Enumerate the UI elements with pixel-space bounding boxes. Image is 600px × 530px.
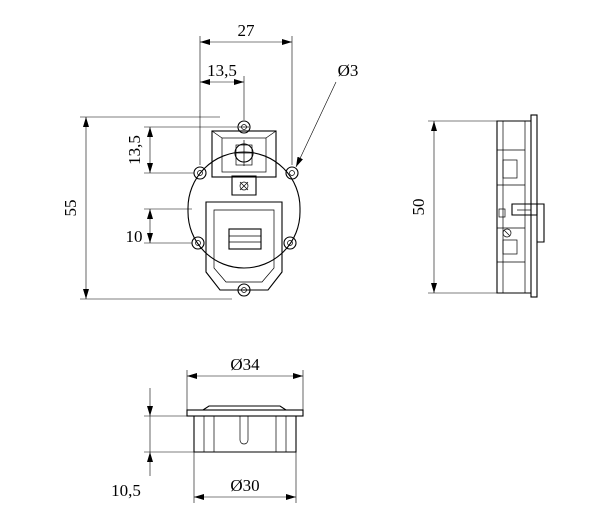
front-dimensions: 27 13,5 Ø3 13,5 55 10 <box>61 21 359 300</box>
upper-housing <box>211 130 277 178</box>
bottom-view <box>186 405 304 453</box>
mounting-hole-bottom <box>237 283 251 297</box>
dim-inner-diameter: Ø30 <box>230 476 259 495</box>
dim-hole-diameter: Ø3 <box>338 61 359 80</box>
side-view <box>496 114 545 298</box>
bottom-dimensions: Ø34 Ø30 10,5 <box>111 355 304 503</box>
hinge-block <box>228 228 262 250</box>
side-body <box>496 120 531 294</box>
side-dimensions: 50 <box>409 120 497 294</box>
dim-lower-offset: 10 <box>126 227 143 246</box>
side-screw <box>502 228 512 238</box>
dim-total-height: 55 <box>61 200 80 217</box>
lower-disc-outline <box>187 211 301 269</box>
latch-tongue <box>231 175 257 196</box>
mounting-hole-lower-right <box>283 236 297 250</box>
bottom-body <box>193 416 297 453</box>
lower-frame <box>205 201 283 291</box>
dim-width-top: 27 <box>238 21 256 40</box>
side-flange <box>530 114 538 298</box>
dim-upper-height: 13,5 <box>125 135 144 165</box>
bottom-flange <box>186 409 304 417</box>
dim-depth: 10,5 <box>111 481 141 500</box>
mounting-hole-lower-left <box>191 236 205 250</box>
dim-outer-diameter: Ø34 <box>230 355 260 374</box>
dim-side-height: 50 <box>409 199 428 216</box>
front-view <box>187 120 301 297</box>
mounting-hole-upper-right <box>285 166 299 180</box>
dim-half-width: 13,5 <box>207 61 237 80</box>
